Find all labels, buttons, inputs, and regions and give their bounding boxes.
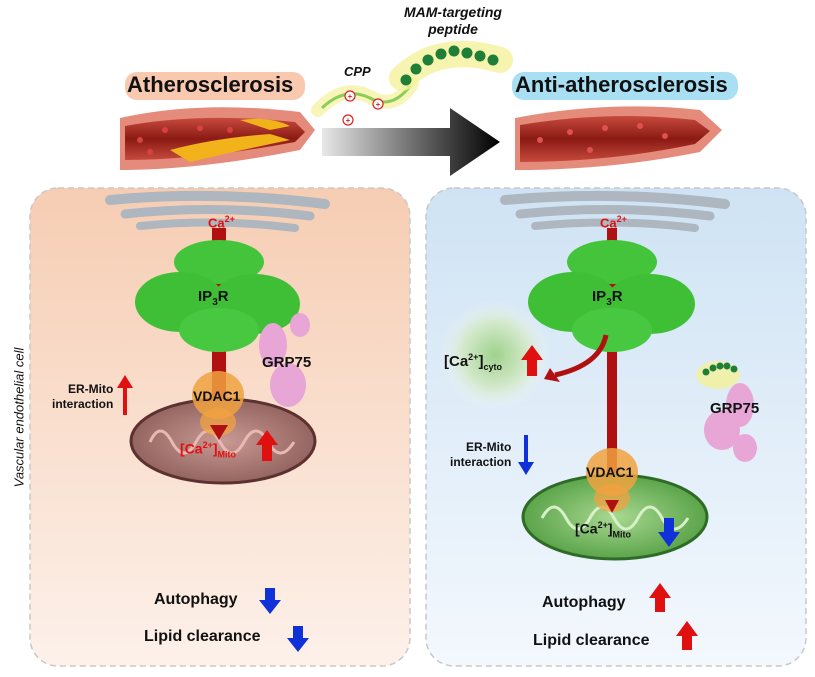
right-lipid-label: Lipid clearance	[533, 632, 650, 649]
left-ip3r-protein	[135, 240, 300, 352]
left-autophagy-down-arrow	[259, 588, 281, 614]
left-title-glow	[125, 72, 305, 100]
left-ca-mito-up-arrow	[256, 430, 278, 461]
cytosol-ca-glow	[440, 300, 550, 410]
right-grp75-protein	[696, 361, 757, 462]
mam-peptide-graphic: + + +	[311, 41, 513, 126]
healthy-vessel	[515, 106, 722, 170]
left-ca-mito-label: [Ca2+]Mito	[180, 440, 236, 460]
left-ca-flux-arrowhead	[210, 425, 228, 440]
vascular-cell-label: Vascular endothelial cell	[11, 347, 27, 488]
right-ca-flux-channel	[607, 228, 617, 498]
right-grp75-label: GRP75	[710, 400, 760, 417]
right-vdac1-label: VDAC1	[586, 464, 634, 480]
cytosol-release-arrowhead	[544, 368, 560, 382]
transition-arrow	[322, 108, 500, 176]
right-ca-flux-arrowhead	[605, 500, 619, 513]
right-ca-cyto-up-arrow	[521, 345, 543, 376]
left-lipid-label: Lipid clearance	[144, 628, 261, 645]
left-title: Atherosclerosis	[127, 72, 294, 97]
right-ca-cyto-label: [Ca2+]cyto	[444, 352, 502, 372]
right-er	[500, 190, 730, 232]
atherosclerotic-vessel	[120, 107, 315, 170]
left-vdac1-label: VDAC1	[193, 388, 241, 404]
left-grp75-protein	[259, 313, 310, 407]
right-ermito-down-arrow	[518, 435, 534, 475]
right-autophagy-up-arrow	[649, 583, 671, 612]
right-ca-label: Ca2+	[600, 214, 627, 231]
left-autophagy-label: Autophagy	[154, 591, 238, 608]
right-mito-cristae	[540, 505, 690, 531]
left-lipid-down-arrow	[287, 626, 309, 652]
left-ip3r-label: IP3R	[198, 288, 229, 308]
svg-text:+: +	[348, 92, 353, 101]
cytosol-release-arrow	[554, 334, 609, 378]
peptide-label: MAM-targeting peptide	[404, 4, 502, 37]
svg-text:+: +	[376, 100, 381, 109]
right-ip3r-protein	[528, 240, 695, 352]
right-vdac1-protein	[586, 448, 638, 512]
left-er	[105, 190, 330, 232]
right-ip3r-label: IP3R	[592, 288, 623, 308]
cpp-label: CPP	[344, 64, 371, 79]
right-autophagy-label: Autophagy	[542, 594, 626, 611]
left-vdac1-protein	[192, 371, 244, 436]
right-ca-mito-label: [Ca2+]Mito	[575, 520, 631, 540]
right-lipid-up-arrow	[676, 621, 698, 650]
left-ermito-up-arrow	[117, 375, 133, 415]
left-ca-label: Ca2+	[208, 214, 235, 231]
svg-text:+: +	[346, 116, 351, 125]
right-title: Anti-atherosclerosis	[515, 72, 728, 97]
right-title-glow	[512, 72, 738, 100]
left-grp75-label: GRP75	[262, 354, 312, 371]
right-ca-mito-down-arrow	[658, 518, 680, 547]
